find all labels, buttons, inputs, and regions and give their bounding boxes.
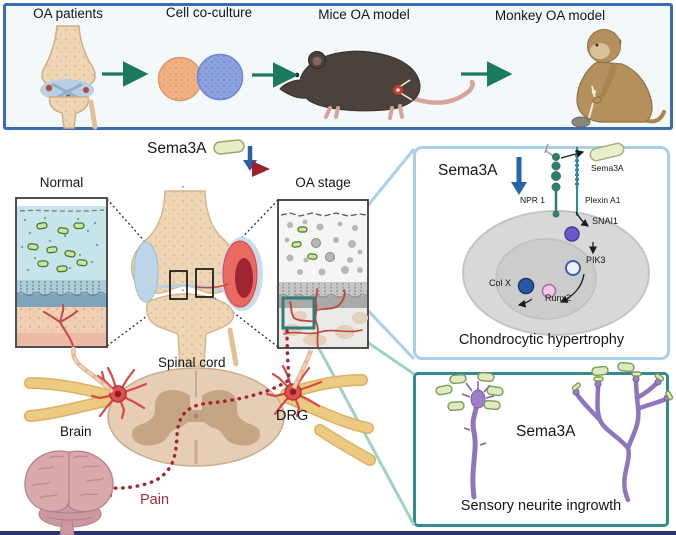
spinal-cord-illustration (107, 367, 285, 467)
label-drg: DRG (276, 408, 309, 424)
label-plexin-a1: Plexin A1 (585, 195, 621, 205)
callout-lines-dashed (106, 198, 279, 348)
neurite-zoom-region (281, 296, 316, 330)
label-runx2: Runx2 (545, 293, 572, 303)
label-monkey-oa-model: Monkey OA model (494, 8, 606, 23)
label-cell-coculture: Cell co-culture (165, 5, 253, 20)
label-brain: Brain (60, 424, 92, 439)
figure-bottom-border (0, 531, 676, 535)
oa-cartilage-panel (277, 199, 369, 349)
knee-cross-section (130, 190, 263, 367)
brain-illustration (24, 450, 114, 535)
sema3a-decrease-symbol (213, 139, 257, 171)
drg-neuron-left (90, 366, 148, 420)
callout-lines-teal (306, 303, 416, 526)
peripheral-nerves (24, 374, 376, 466)
caption-chondrocytic-hypertrophy: Chondrocytic hypertrophy (458, 332, 625, 348)
label-npr1: NPR 1 (520, 195, 546, 205)
label-sema3a-ligand: Sema3A (591, 163, 624, 173)
label-colx: Col X (489, 278, 512, 288)
label-sema3a-hypertrophy: Sema3A (438, 162, 498, 179)
caption-sensory-neurite-ingrowth: Sensory neurite ingrowth (460, 498, 622, 514)
label-sema3a-main: Sema3A (147, 140, 207, 157)
label-oa-stage: OA stage (295, 175, 351, 190)
label-oa-patients: OA patients (33, 6, 103, 21)
label-spinal-cord: Spinal cord (158, 355, 226, 370)
label-normal: Normal (39, 175, 84, 190)
label-pik3: PIK3 (586, 255, 606, 265)
label-mice-oa-model: Mice OA model (318, 7, 410, 22)
label-pain: Pain (140, 492, 170, 508)
normal-cartilage-panel (15, 197, 108, 348)
label-snai1: SNAI1 (592, 216, 619, 226)
label-sema3a-neurite: Sema3A (516, 423, 576, 440)
